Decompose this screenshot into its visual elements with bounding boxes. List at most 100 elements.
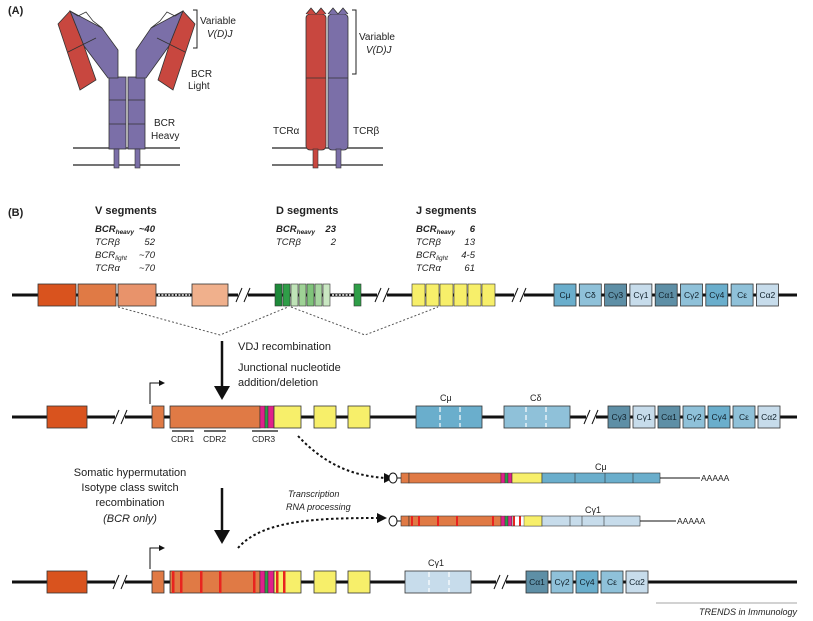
- j-segments-row-name: BCRheavy: [416, 224, 455, 236]
- cdelta-label: Cδ: [530, 393, 542, 403]
- tcr-alpha-label: TCRα: [273, 126, 300, 137]
- d-segments-row-name: TCRβ: [276, 237, 302, 248]
- step2-label-2: Isotype class switch: [81, 482, 178, 494]
- somatic-mutation: [200, 571, 203, 593]
- germline-constant-label: Cε: [737, 290, 747, 300]
- rna-processing-label: RNA processing: [286, 502, 351, 512]
- panel-b-label: (B): [8, 207, 24, 219]
- germline-constant-box: [553, 283, 577, 307]
- recombined-d-segment: [264, 405, 269, 429]
- cdelta-constant-region: [503, 405, 571, 429]
- germline-constant-label: Cα1: [658, 290, 674, 300]
- rearranged-constant-label: Cγ1: [636, 412, 651, 422]
- step2-label-3: recombination: [95, 497, 164, 509]
- bcr-right-arm: [135, 10, 196, 91]
- germline-constant-label: Cμ: [559, 290, 570, 300]
- step1-label-1: VDJ recombination: [238, 341, 331, 353]
- germline-d-segment: [298, 283, 307, 307]
- germline-v-segment: [37, 283, 77, 307]
- j-segments-row-value: 61: [464, 263, 475, 274]
- somatic-mutation: [219, 571, 222, 593]
- mrna-cap: [388, 515, 398, 527]
- switched-constant-label: Cγ2: [554, 577, 569, 587]
- v-segments-row-value: ~70: [139, 250, 156, 261]
- rearranged-constant-box: [607, 405, 631, 429]
- germline-constant-label: Cγ2: [684, 290, 699, 300]
- mrna-cgamma1-label: Cγ1: [585, 505, 601, 515]
- germline-constant-label: Cα2: [760, 290, 776, 300]
- transcription-label: Transcription: [288, 489, 339, 499]
- rearranged-constant-label: Cγ4: [711, 412, 726, 422]
- tcr-beta-label: TCRβ: [353, 126, 380, 137]
- somatic-mutation: [253, 571, 256, 593]
- germline-constant-box: [705, 283, 729, 307]
- germline-constant-box: [578, 283, 602, 307]
- somatic-mutation: [283, 571, 286, 593]
- bcr-variable-vdj: V(D)J: [207, 29, 234, 40]
- switched-cgamma1-region: [404, 570, 472, 594]
- v-segments-row-name: BCRlight: [95, 250, 128, 262]
- bcr-light-label-1: BCR: [191, 69, 212, 80]
- somatic-mutation: [276, 571, 279, 593]
- switched-constant-box: [575, 570, 599, 594]
- germline-constant-label: Cγ3: [608, 290, 623, 300]
- v-segments-row-value: ~70: [139, 263, 156, 274]
- tcr-receptor: Variable V(D)J TCRα TCRβ: [272, 7, 395, 169]
- germline-j-segment: [467, 283, 482, 307]
- mrna-igm: Cμ AAAAA: [388, 462, 730, 484]
- germline-constant-label: Cδ: [585, 290, 596, 300]
- n-nucleotides: [267, 405, 275, 429]
- somatic-mutation: [172, 571, 175, 593]
- cmu-constant-region: [415, 405, 483, 429]
- germline-constant-box: [756, 283, 779, 307]
- bcr-heavy-label-2: Heavy: [151, 131, 179, 142]
- switched-v-segment: [46, 570, 88, 594]
- germline-constant-box: [604, 283, 627, 307]
- step-vdj-recombination: VDJ recombination Junctional nucleotide …: [214, 341, 341, 400]
- switched-constant-label: Cε: [607, 577, 617, 587]
- germline-constant-label: Cγ1: [633, 290, 648, 300]
- germline-d-segment: [282, 283, 291, 307]
- n-nucleotides: [259, 405, 266, 429]
- bcr-heavy-stem-right: [127, 76, 146, 150]
- tcr-beta-chain: [327, 13, 349, 151]
- switched-constant-label: Cα2: [629, 577, 645, 587]
- mrna-cmu-label: Cμ: [595, 462, 607, 472]
- v-segments-title: V segments: [95, 205, 157, 217]
- tcr-alpha-chain: [305, 13, 327, 151]
- rearranged-constant-label: Cα2: [761, 412, 777, 422]
- step-shm-class-switch: Somatic hypermutation Isotype class swit…: [74, 467, 230, 544]
- j-segments-row-value: 13: [464, 237, 475, 248]
- v-segments-row-name: TCRα: [95, 263, 121, 274]
- germline-constant-label: Cγ4: [709, 290, 724, 300]
- germline-v-segment: [191, 283, 229, 307]
- rearranged-constant-box: [732, 405, 756, 429]
- transcription-arrows: Transcription RNA processing: [237, 435, 394, 549]
- mutated-v-region: [169, 570, 261, 594]
- step1-label-2: Junctional nucleotide: [238, 362, 341, 374]
- j-segments-row-name: BCRlight: [416, 250, 449, 262]
- j-segments-row-name: TCRβ: [416, 237, 442, 248]
- mrna-cgamma1: [541, 515, 641, 527]
- switched-cgamma1-label: Cγ1: [428, 558, 444, 568]
- step1-label-3: addition/deletion: [238, 377, 318, 389]
- tcr-variable-vdj: V(D)J: [366, 45, 393, 56]
- j-segments-row-name: TCRα: [416, 263, 442, 274]
- rearranged-constant-box: [707, 405, 731, 429]
- leader-segment: [151, 405, 165, 429]
- bcr-heavy-label-1: BCR: [154, 118, 175, 129]
- bcr-antibody: Variable V(D)J BCR Light BCR Heavy: [57, 9, 236, 169]
- rearranged-constant-box: [682, 405, 706, 429]
- germline-d-segment: [306, 283, 315, 307]
- rearranged-constant-label: Cε: [739, 412, 749, 422]
- v-segments-row-value: 52: [144, 237, 155, 248]
- germline-j-segment: [481, 283, 496, 307]
- step2-label-4: (BCR only): [103, 513, 157, 525]
- cmu-label: Cμ: [440, 393, 452, 403]
- switched-constant-box: [600, 570, 624, 594]
- bcr-light-label-2: Light: [188, 81, 210, 92]
